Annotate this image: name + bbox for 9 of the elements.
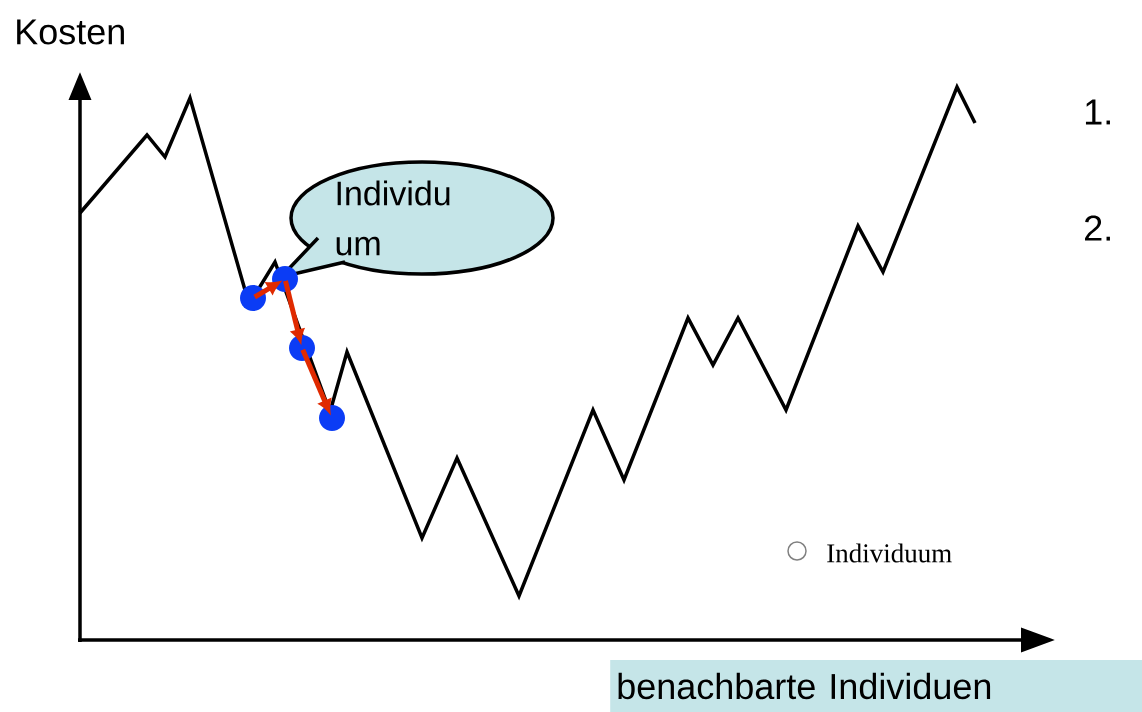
dot [240,285,266,311]
list-number: 2. [1085,215,1110,241]
list-number: 1. [1085,99,1110,125]
axis-label: Kosten [17,19,124,45]
speech-bubble: Individu um [275,160,555,281]
dot [289,335,315,361]
legend-label: Individuum [827,543,952,563]
axis-label: benachbarte Individuen [610,660,1142,712]
dot [319,405,345,431]
